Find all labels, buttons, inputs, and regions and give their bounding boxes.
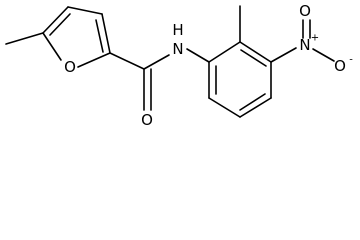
- bond-benzene-c2-c3: [239, 41, 272, 63]
- nitro-oxygen-right-charge-label: -: [349, 55, 353, 66]
- bond-benzene-c1-c2: [208, 41, 241, 63]
- bond-furan-carbonyl: [109, 52, 145, 70]
- bond-furan-c4-c3: [67, 6, 103, 15]
- bond-nitrogen-phenyl: [186, 48, 210, 63]
- bond-carbonyl-nitrogen: [143, 54, 170, 70]
- bond-benzene-c2-c3-double: [240, 49, 267, 67]
- atom-labels: O H N O N + O O -: [64, 2, 353, 129]
- bond-furan-c3-c2: [101, 13, 111, 54]
- bond-furan-o1-c5: [42, 32, 62, 61]
- nitro-nitrogen-label: N: [299, 36, 310, 54]
- bond-benzene-nitro: [270, 47, 297, 63]
- bond-set: [5, 5, 335, 118]
- bond-furan-c3-c2-double: [95, 19, 104, 53]
- bond-benzene-c5-c6: [208, 97, 241, 118]
- bond-methyl-furan: [5, 32, 44, 45]
- bond-benzene-c4-c5-double: [239, 93, 266, 111]
- chemical-structure-diagram: O H N O N + O O -: [5, 2, 353, 129]
- carbonyl-oxygen-label: O: [141, 111, 153, 129]
- bond-nitro-oxygen-right: [312, 48, 335, 62]
- bond-benzene-c4-c5: [239, 97, 272, 118]
- amide-nitrogen-h-label: H: [172, 21, 183, 39]
- bond-furan-c2-o1: [77, 52, 111, 68]
- nitro-oxygen-right-label: O: [334, 57, 346, 75]
- amide-nitrogen-label: N: [172, 40, 183, 58]
- bond-furan-c5-c4: [42, 6, 69, 34]
- bond-furan-c5-c4-double: [49, 13, 71, 36]
- nitro-nitrogen-charge-label: +: [311, 33, 319, 44]
- nitro-oxygen-top-label: O: [299, 2, 311, 20]
- furan-oxygen-label: O: [64, 58, 76, 76]
